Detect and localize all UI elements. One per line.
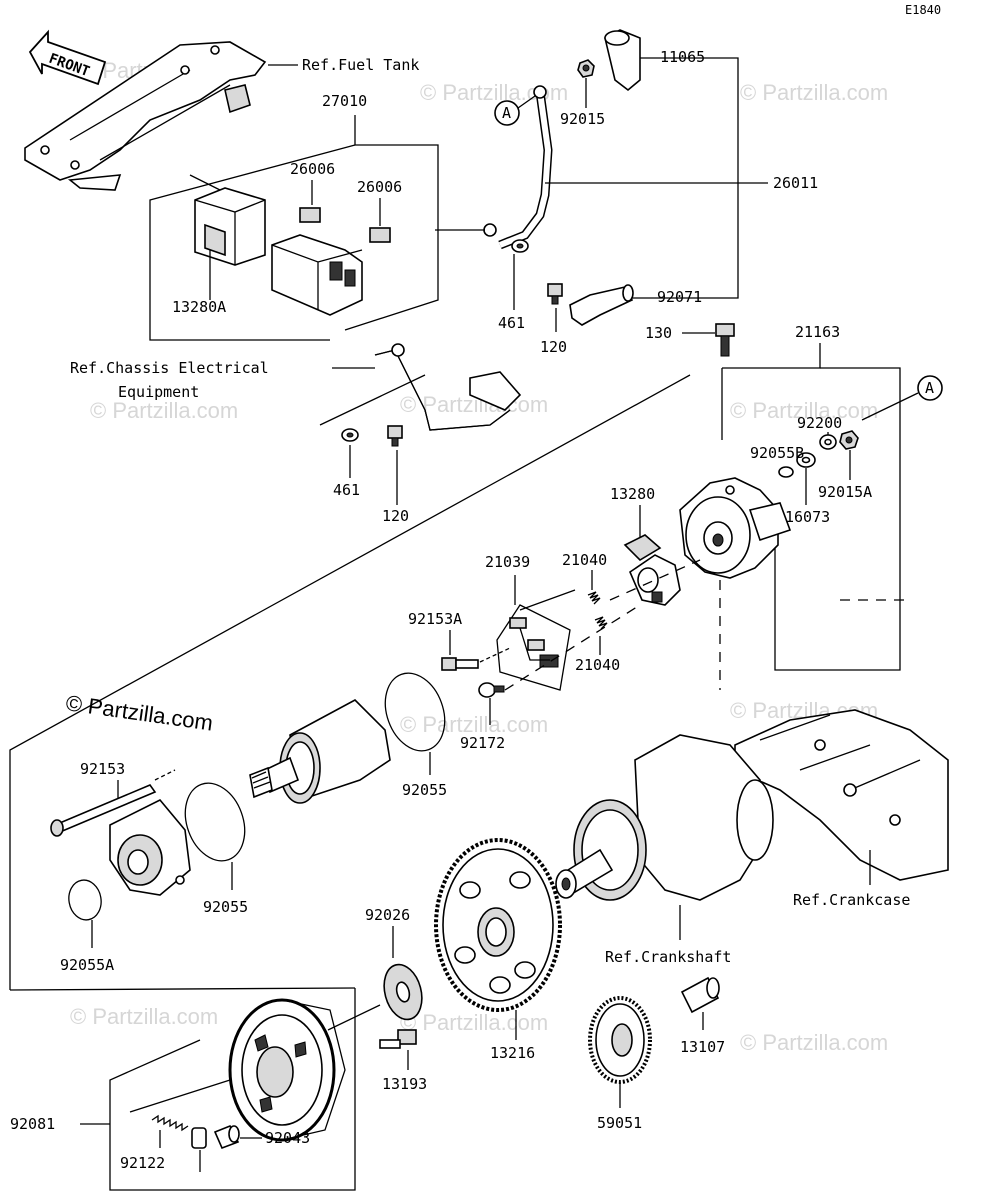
crank-gear — [588, 996, 652, 1084]
nut-icon — [341, 428, 359, 442]
terminal-cap-icon — [569, 284, 634, 326]
watermark: © Partzilla.com — [740, 1030, 888, 1055]
part-number-26006: 26006 — [357, 178, 402, 196]
sleeve-icon — [680, 976, 720, 1014]
part-number-11065: 11065 — [660, 48, 705, 66]
ref-crankshaft: Ref.Crankshaft — [605, 948, 731, 966]
part-number-461: 461 — [498, 314, 525, 332]
o-ring-icon — [184, 782, 246, 862]
part-number-21039: 21039 — [485, 553, 530, 571]
nut-icon — [511, 239, 529, 253]
watermark: © Partzilla.com — [400, 1010, 548, 1035]
brush-plate — [623, 534, 681, 606]
starter-front-cover — [109, 799, 191, 896]
part-number-13280: 13280 — [610, 485, 655, 503]
starter-relay — [194, 187, 363, 316]
bolt-icon — [387, 425, 403, 447]
callout-a: A — [494, 100, 520, 126]
part-number-92015A: 92015A — [818, 483, 872, 501]
starter-idle-gear — [434, 838, 562, 1012]
part-number-13107: 13107 — [680, 1038, 725, 1056]
washer-icon — [778, 430, 859, 478]
part-number-92026: 92026 — [365, 906, 410, 924]
diagram-code: E1840 — [905, 3, 941, 17]
part-number-92015: 92015 — [560, 110, 605, 128]
fuse-icon — [299, 207, 391, 243]
part-number-16073: 16073 — [785, 508, 830, 526]
watermark: © Partzilla.com — [70, 1004, 218, 1029]
crankshaft — [555, 734, 774, 901]
part-number-92200: 92200 — [797, 414, 842, 432]
roller-icon — [213, 1124, 240, 1150]
part-number-13216: 13216 — [490, 1044, 535, 1062]
fuel-tank-bracket — [24, 41, 267, 191]
part-number-13280A: 13280A — [172, 298, 226, 316]
part-number-92153A: 92153A — [408, 610, 462, 628]
part-number-13193: 92081 — [10, 1115, 55, 1133]
bolt-icon — [547, 283, 563, 305]
callout-a: A — [917, 375, 943, 401]
starter-end-cover — [679, 477, 792, 579]
part-number-461: 461 — [333, 481, 360, 499]
ref-fuel-tank: Ref.Fuel Tank — [302, 56, 419, 74]
part-number-92055B: 92055B — [750, 444, 804, 462]
part-number-92071: 92071 — [657, 288, 702, 306]
part-number-92055: 92055 — [402, 781, 447, 799]
callout-a-label: A — [502, 104, 511, 122]
watermark: © Partzilla.com — [740, 80, 888, 105]
ref-chassis-electrical: Ref.Chassis Electrical — [70, 359, 269, 377]
part-number-92055: 92055 — [203, 898, 248, 916]
copyright-text: © Partzilla.com — [64, 690, 214, 735]
part-number-92122: 92043 — [265, 1129, 310, 1147]
part-number-59051: 59051 — [597, 1114, 642, 1132]
crankcase — [734, 709, 949, 881]
part-number-21040: 21040 — [575, 656, 620, 674]
bolt-icon — [441, 657, 479, 671]
ref-chassis-electrical-line2: Equipment — [118, 383, 199, 401]
part-number-26011: 26011 — [773, 174, 818, 192]
part-number-130: 130 — [645, 324, 672, 342]
part-number-92081: 92122 — [120, 1154, 165, 1172]
terminal-cap-icon — [604, 29, 641, 92]
part-number-92153: 92153 — [80, 760, 125, 778]
starter-cable — [483, 85, 553, 250]
watermark: © Partzilla.com — [90, 398, 238, 423]
watermark: © Partzilla.com — [400, 712, 548, 737]
callout-a-label: A — [925, 379, 934, 397]
screw-icon — [478, 682, 505, 698]
washer-icon — [383, 963, 423, 1021]
starter-clutch — [228, 998, 346, 1142]
pin-icon — [191, 1127, 207, 1149]
nut-icon — [577, 59, 595, 78]
part-number-21040: 21040 — [562, 551, 607, 569]
front-arrow-icon: FRONT — [28, 29, 107, 86]
o-ring-icon — [384, 672, 446, 752]
bolt-icon — [715, 323, 735, 357]
part-number-26006: 26006 — [290, 160, 335, 178]
part-number-27010: 27010 — [322, 92, 367, 110]
part-number-120: 120 — [382, 507, 409, 525]
ground-cable — [374, 343, 522, 431]
part-number-92154: 13193 — [382, 1075, 427, 1093]
bolt-icon — [379, 1029, 417, 1049]
starter-motor-yoke — [249, 699, 391, 804]
watermark: © Partzilla.com — [730, 398, 878, 423]
part-number-21163: 21163 — [795, 323, 840, 341]
part-number-120: 120 — [540, 338, 567, 356]
spring-icon — [587, 591, 608, 630]
part-number-92055A: 92055A — [60, 956, 114, 974]
o-ring-icon — [68, 879, 102, 921]
brush-set — [509, 617, 559, 668]
ref-crankcase: Ref.Crankcase — [793, 891, 910, 909]
part-number-92172: 92172 — [460, 734, 505, 752]
spring-icon — [151, 1114, 189, 1132]
long-bolt-icon — [50, 784, 157, 837]
